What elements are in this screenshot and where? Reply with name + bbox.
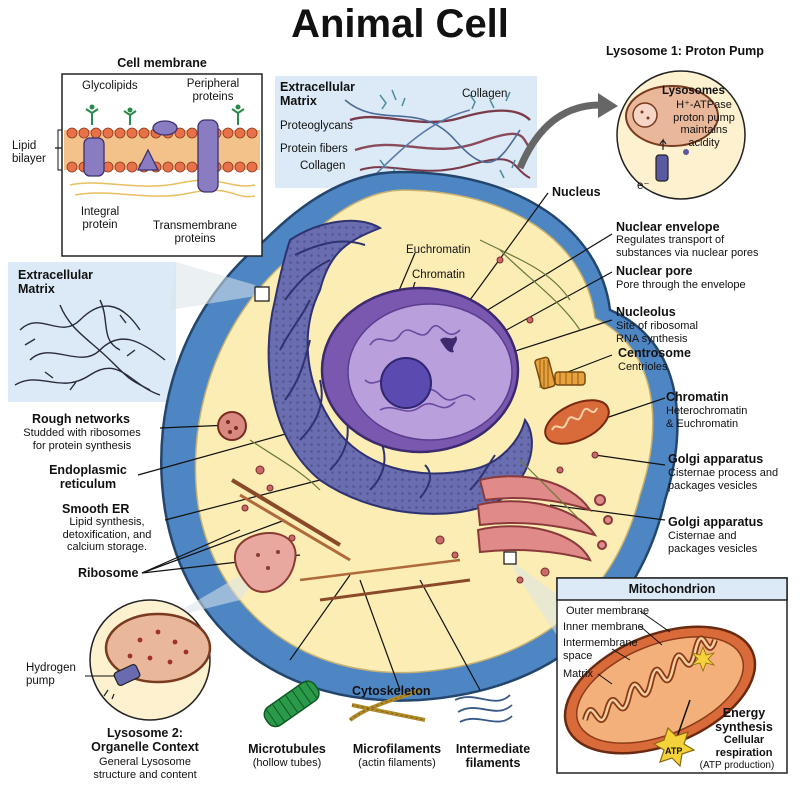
centrosome-shape	[534, 356, 586, 390]
mitochondrion-title: Mitochondrion	[628, 582, 716, 596]
golgi-2-title: Golgi apparatus	[668, 515, 764, 529]
vesicles	[241, 256, 599, 584]
glycolipids-label: Glycolipids	[82, 80, 138, 92]
integral-protein-label: Integral protein	[80, 206, 120, 231]
matrix-label: Matrix	[563, 668, 593, 680]
chromatin-desc: Heterochromatin & Euchromatin	[666, 405, 748, 430]
callout-lines	[55, 147, 666, 691]
chromatin-inner-label: Chromatin	[412, 269, 466, 281]
ecm-collagen-label-2: Collagen	[300, 160, 346, 172]
zoom-marker-membrane	[254, 286, 270, 302]
nuclear-pore-title: Nuclear pore	[616, 264, 693, 278]
nuclear-envelope-title: Nuclear envelope	[616, 220, 720, 234]
ecm-left-panel-bg	[8, 262, 176, 402]
chromatin-title: Chromatin	[666, 390, 729, 404]
endoplasmic-reticulum-title: Endoplasmic reticulum	[49, 463, 127, 491]
curved-arrow	[516, 93, 618, 170]
nuclear-pore-desc: Pore through the envelope	[616, 279, 746, 291]
smooth-er-desc: Lipid synthesis, detoxification, and cal…	[62, 516, 152, 553]
cell-lysosome	[217, 411, 247, 441]
centrosome-desc: Centrioles	[618, 361, 668, 373]
centrosome-title: Centrosome	[618, 346, 691, 360]
golgi-2-desc: Cisternae and packages vesicles	[668, 530, 758, 555]
lysosome2-title: Lysosome 2: Organelle Context	[91, 726, 199, 754]
ecm-left-title: Extracellular Matrix	[18, 268, 94, 296]
golgi-1-title: Golgi apparatus	[668, 452, 764, 466]
cytoskeleton-samples	[263, 680, 513, 728]
peripheral-proteins-label: Peripheral proteins	[186, 78, 240, 103]
ecm-collagen-label-1: Collagen	[462, 88, 508, 100]
lysosome1-title: Lysosome 1: Proton Pump	[606, 44, 764, 58]
cytoskeleton-title: Cytoskeleton	[352, 684, 431, 698]
smooth-er-title: Smooth ER	[62, 502, 130, 516]
cell-mitochondrion	[544, 399, 610, 445]
ecm-left-fibers	[14, 299, 166, 396]
microtubules-title: Microtubules	[248, 742, 326, 756]
nucleolus-desc: Site of ribosomal RNA synthesis	[616, 320, 698, 345]
golgi-1-desc: Cisternae process and packages vesicles	[668, 467, 779, 492]
atp-production-label: (ATP production)	[699, 760, 775, 771]
zoom-marker-mito	[503, 551, 517, 565]
electron-label: e⁻	[637, 180, 650, 192]
lysosome1-name: Lysosomes	[662, 85, 725, 97]
nucleolus-title: Nucleolus	[616, 305, 676, 319]
intermediate-filaments-title: Intermediate filaments	[455, 742, 531, 770]
ribosome-title: Ribosome	[78, 566, 139, 580]
microtubules-desc: (hollow tubes)	[252, 757, 322, 769]
intermembrane-space-label: Intermembrane space	[563, 637, 638, 662]
page-title: Animal Cell	[291, 2, 509, 46]
nucleus-shape	[320, 286, 520, 454]
smooth-er-vesicle	[234, 531, 297, 593]
nuclear-envelope-desc: Regulates transport of substances via nu…	[616, 234, 759, 259]
microfilaments-desc: (actin filaments)	[358, 757, 436, 769]
hydrogen-pump-label: Hydrogen pump	[26, 662, 76, 687]
euchromatin-label: Euchromatin	[406, 244, 471, 256]
energy-synthesis-label: Energy synthesis	[715, 706, 773, 734]
membrane-panel-title: Cell membrane	[117, 56, 207, 70]
cytoskeleton-fibers-in-cell	[230, 239, 581, 602]
rough-er	[267, 219, 533, 515]
outer-membrane-label: Outer membrane	[566, 605, 650, 617]
lysosome2-panel	[85, 599, 212, 721]
protein-fibers-label: Protein fibers	[280, 143, 348, 155]
lysosome1-desc: H⁺-ATPase proton pump maintains acidity	[673, 99, 735, 149]
membrane-panel	[57, 73, 263, 257]
rough-networks-title: Rough networks	[32, 412, 130, 426]
ecm-top-title: Extracellular Matrix	[280, 80, 356, 108]
rough-networks-desc: Studded with ribosomes for protein synth…	[23, 427, 141, 452]
transmembrane-proteins-label: Transmembrane proteins	[153, 220, 237, 245]
microfilaments-title: Microfilaments	[352, 742, 442, 756]
lysosome2-desc: General Lysosome structure and content	[93, 756, 197, 781]
golgi-apparatus	[476, 475, 613, 562]
lysosome1-panel	[616, 70, 746, 200]
cellular-respiration-label: Cellular respiration	[715, 734, 773, 759]
atp-badge: ATP	[665, 746, 683, 756]
nucleus-label: Nucleus	[552, 185, 601, 199]
lipid-bilayer-label: Lipid bilayer	[12, 140, 46, 165]
proteoglycans-label: Proteoglycans	[280, 120, 353, 132]
inner-membrane-label: Inner membrane	[563, 621, 644, 633]
mitochondrion-panel	[556, 577, 788, 774]
